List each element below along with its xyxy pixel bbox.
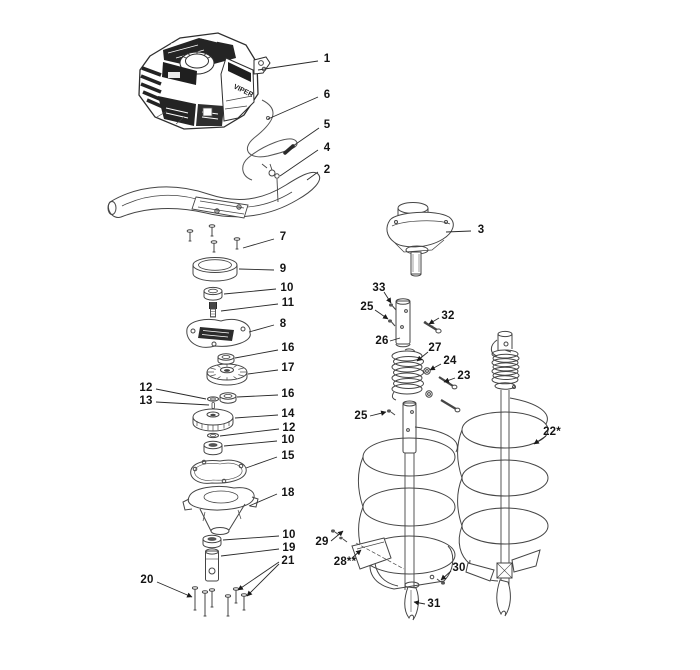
callout-25-b: 25	[354, 410, 368, 422]
callout-20: 20	[140, 574, 154, 586]
pinion-bolt-11-drawing	[209, 302, 217, 318]
screw-25-upper-drawing	[388, 319, 396, 327]
bolt-23-upper-drawing	[438, 376, 458, 390]
screws-29-drawing	[331, 529, 348, 543]
callout-29: 29	[315, 536, 329, 548]
engine-drawing: VIPER	[138, 32, 271, 130]
bolt-23-lower-drawing	[440, 399, 461, 413]
callout-19: 19	[282, 542, 296, 554]
screw-25-lower-drawing	[387, 409, 396, 416]
leader-lines	[155, 60, 547, 606]
bolt-32-drawing	[423, 320, 442, 334]
clutch-drum-drawing	[192, 257, 238, 282]
handlebar-drawing	[107, 171, 320, 219]
part-5-mark	[283, 144, 295, 155]
gearbox-drawing	[386, 202, 454, 277]
callout-12-a: 12	[139, 382, 153, 394]
callout-6: 6	[323, 89, 331, 101]
auger-left-drawing	[331, 400, 458, 621]
callout-10-a: 10	[280, 282, 294, 294]
tip-31-drawing	[404, 586, 419, 621]
lower-housing-18-drawing	[182, 485, 259, 535]
callout-1: 1	[323, 53, 331, 65]
handle-screws-drawing	[186, 224, 241, 253]
callout-15: 15	[281, 450, 295, 462]
callout-10-c: 10	[282, 529, 296, 541]
ring-16-top-drawing	[217, 353, 235, 365]
callout-17: 17	[281, 362, 295, 374]
callout-33: 33	[372, 282, 386, 294]
screws-30-drawing	[429, 574, 445, 585]
spring-27-drawing	[391, 348, 424, 401]
bushing-10-mid-drawing	[203, 440, 223, 456]
gear-17-drawing	[206, 363, 248, 386]
bushing-10-bottom-drawing	[202, 534, 222, 549]
callout-23: 23	[457, 370, 471, 382]
washer-12-lower-drawing	[207, 432, 219, 439]
blade-28-drawing	[351, 537, 405, 570]
throttle-cable-drawing	[242, 99, 298, 181]
callout-14: 14	[281, 408, 295, 420]
nut-24-upper-drawing	[423, 367, 431, 375]
callout-5: 5	[323, 119, 331, 131]
callout-27: 27	[428, 342, 442, 354]
callout-25-a: 25	[360, 301, 374, 313]
screw-33-drawing	[389, 303, 397, 311]
mount-bolts-20-21-drawing	[191, 586, 248, 617]
callout-10-b: 10	[281, 434, 295, 446]
callout-28: 28**	[333, 556, 357, 568]
callout-8: 8	[279, 318, 287, 330]
callout-9: 9	[279, 263, 287, 275]
callout-4: 4	[323, 142, 331, 154]
callout-24: 24	[443, 355, 457, 367]
gear-14-drawing	[192, 408, 234, 432]
callout-21: 21	[281, 555, 295, 567]
callout-3: 3	[477, 224, 485, 236]
pin-13-drawing	[211, 402, 215, 409]
callout-30: 30	[452, 562, 466, 574]
throttle-control-drawing	[261, 163, 280, 203]
upper-tube-26-drawing	[395, 298, 411, 348]
callout-26: 26	[375, 335, 389, 347]
washer-12-upper-drawing	[207, 396, 219, 402]
ring-16-lower-drawing	[219, 392, 237, 404]
callout-31: 31	[427, 598, 441, 610]
callout-32: 32	[441, 310, 455, 322]
output-shaft-19-drawing	[205, 548, 219, 582]
gasket-15-drawing	[190, 459, 247, 484]
callout-13: 13	[139, 395, 153, 407]
ratchet-plate-8-drawing	[186, 318, 251, 348]
callout-11: 11	[281, 297, 295, 309]
callout-22: 22*	[543, 426, 561, 438]
auger-right-drawing	[457, 330, 549, 617]
callout-2: 2	[323, 164, 331, 176]
bushing-10-top-drawing	[203, 286, 223, 301]
callout-12-b: 12	[282, 422, 296, 434]
callout-18: 18	[281, 487, 295, 499]
callout-16-b: 16	[281, 388, 295, 400]
callout-7: 7	[279, 231, 287, 243]
nut-24-lower-drawing	[425, 390, 433, 398]
callout-16-a: 16	[281, 342, 295, 354]
